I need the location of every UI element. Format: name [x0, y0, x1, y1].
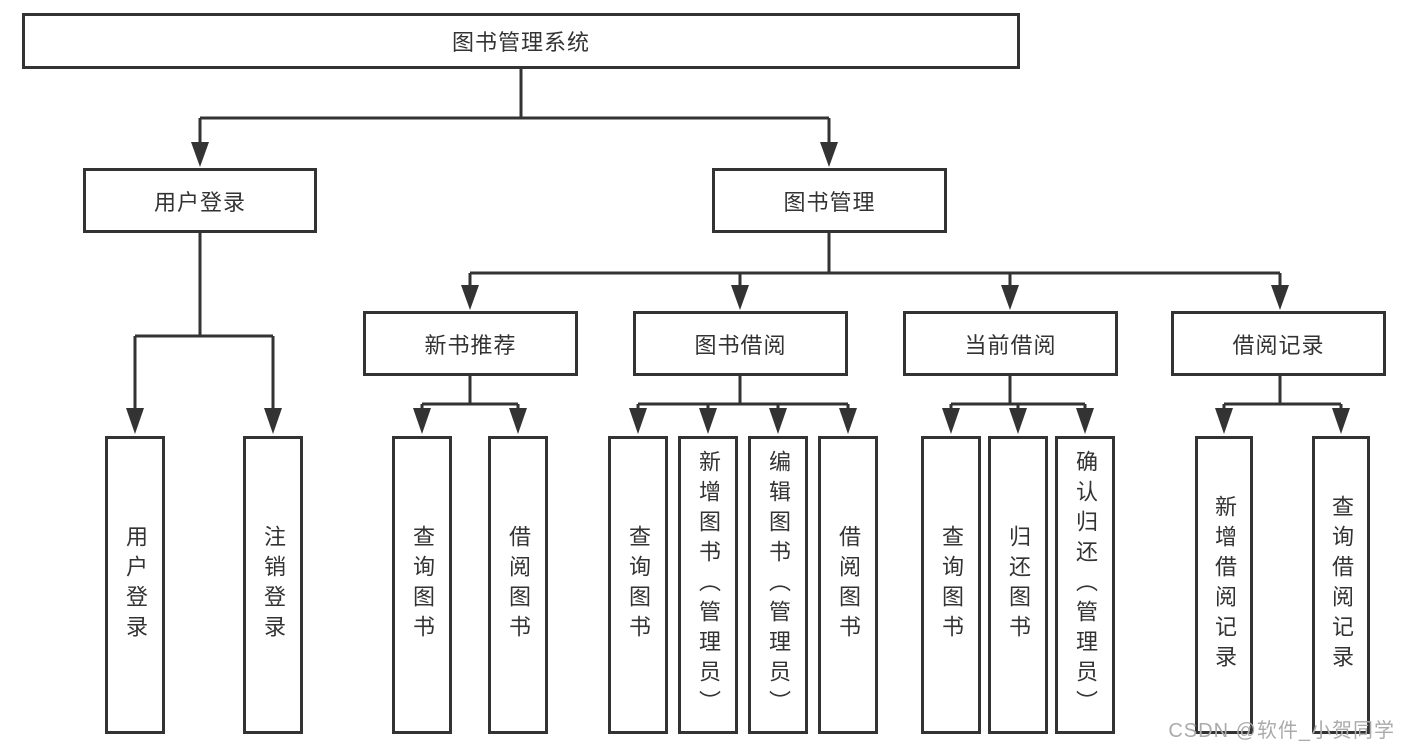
leaf-add-book-admin: 新增图书（管理员） — [678, 436, 738, 734]
node-new-book-recommend-label: 新书推荐 — [424, 332, 517, 358]
leaf-user-login-label: 用户登录 — [123, 525, 148, 645]
node-borrow-records-label: 借阅记录 — [1232, 332, 1325, 358]
connector-book-mgmt-to-level3 — [461, 233, 1289, 310]
leaf-logout: 注销登录 — [243, 436, 303, 734]
leaf-query-books-recommend: 查询图书 — [392, 436, 452, 734]
csdn-watermark: CSDN @软件_小贺同学 — [1168, 720, 1395, 742]
leaf-add-borrow-record: 新增借阅记录 — [1195, 436, 1253, 734]
leaf-query-books-borrow-label: 查询图书 — [626, 525, 651, 645]
leaf-logout-label: 注销登录 — [261, 525, 286, 645]
connector-book-borrow-to-leaves — [629, 376, 857, 434]
leaf-borrow-books-recommend-label: 借阅图书 — [506, 525, 531, 645]
node-borrow-records: 借阅记录 — [1171, 311, 1386, 376]
node-new-book-recommend: 新书推荐 — [363, 311, 578, 376]
leaf-query-books-recommend-label: 查询图书 — [410, 525, 435, 645]
leaf-borrow-books-label: 借阅图书 — [836, 525, 861, 645]
leaf-query-borrow-record-label: 查询借阅记录 — [1329, 495, 1354, 675]
node-current-borrow-label: 当前借阅 — [964, 332, 1057, 358]
connector-root-to-level2 — [191, 69, 838, 167]
leaf-return-book: 归还图书 — [988, 436, 1048, 734]
leaf-confirm-return-admin-label: 确认归还（管理员） — [1073, 450, 1098, 720]
node-root-label: 图书管理系统 — [451, 30, 590, 55]
connector-current-borrow-to-leaves — [942, 376, 1094, 434]
node-book-management: 图书管理 — [712, 168, 947, 233]
node-user-login: 用户登录 — [83, 168, 317, 233]
leaf-edit-book-admin-label: 编辑图书（管理员） — [766, 450, 791, 720]
connector-user-login-to-leaves — [126, 233, 282, 434]
leaf-query-books-current-label: 查询图书 — [939, 525, 964, 645]
leaf-user-login: 用户登录 — [105, 436, 165, 734]
connector-new-book-to-leaves — [413, 376, 527, 434]
leaf-confirm-return-admin: 确认归还（管理员） — [1055, 436, 1115, 734]
leaf-query-books-current: 查询图书 — [921, 436, 981, 734]
leaf-borrow-books: 借阅图书 — [818, 436, 878, 734]
node-book-management-label: 图书管理 — [783, 189, 876, 215]
connector-borrow-record-to-leaves — [1215, 376, 1350, 434]
node-book-borrow-label: 图书借阅 — [694, 332, 787, 358]
leaf-borrow-books-recommend: 借阅图书 — [488, 436, 548, 734]
leaf-query-borrow-record: 查询借阅记录 — [1312, 436, 1370, 734]
node-book-borrow: 图书借阅 — [633, 311, 848, 376]
node-user-login-label: 用户登录 — [153, 189, 246, 215]
leaf-edit-book-admin: 编辑图书（管理员） — [748, 436, 808, 734]
leaf-query-books-borrow: 查询图书 — [608, 436, 668, 734]
node-current-borrow: 当前借阅 — [903, 311, 1118, 376]
leaf-add-book-admin-label: 新增图书（管理员） — [696, 450, 721, 720]
node-root: 图书管理系统 — [22, 13, 1020, 69]
leaf-add-borrow-record-label: 新增借阅记录 — [1212, 495, 1237, 675]
leaf-return-book-label: 归还图书 — [1006, 525, 1031, 645]
